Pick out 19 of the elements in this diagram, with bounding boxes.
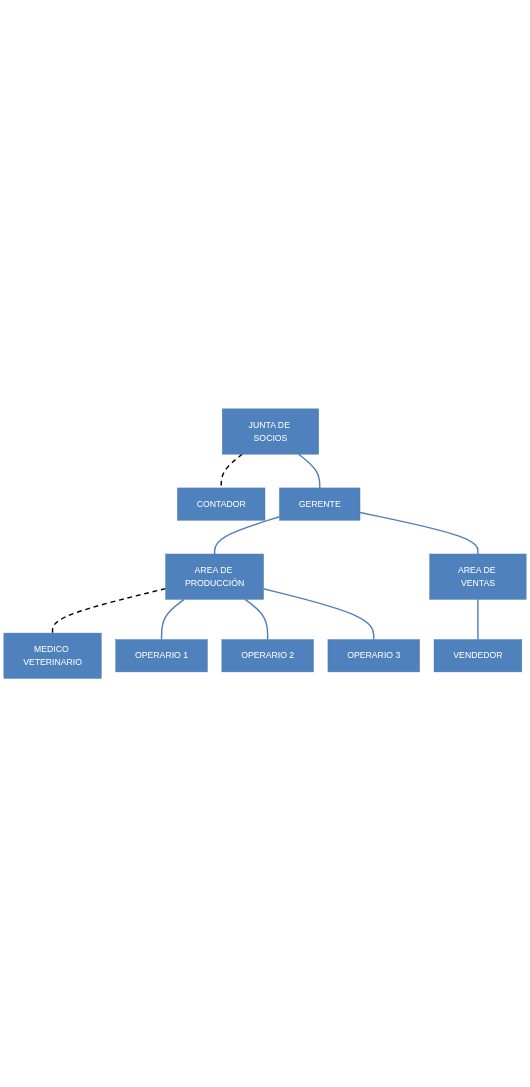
node-box: AREA DE PRODUCCIÓN — [165, 553, 264, 600]
connector — [298, 453, 321, 489]
node-box: OPERARIO 3 — [327, 639, 420, 672]
node-box: OPERARIO 1 — [115, 639, 208, 672]
node-box: GERENTE — [279, 487, 361, 521]
connector — [244, 598, 269, 641]
connector — [477, 598, 479, 641]
node-box: OPERARIO 2 — [221, 639, 314, 672]
connector — [213, 515, 281, 555]
connector — [220, 453, 243, 489]
connector — [51, 587, 167, 634]
node-box: VENDEDOR — [433, 639, 523, 672]
connector — [262, 587, 375, 641]
node-box: JUNTA DE SOCIOS — [222, 408, 319, 455]
connector — [160, 598, 185, 641]
node-box: MEDICO VETERINARIO — [3, 632, 102, 679]
node-box: AREA DE VENTAS — [429, 553, 527, 600]
node-box: CONTADOR — [177, 487, 266, 521]
connector — [359, 511, 479, 555]
